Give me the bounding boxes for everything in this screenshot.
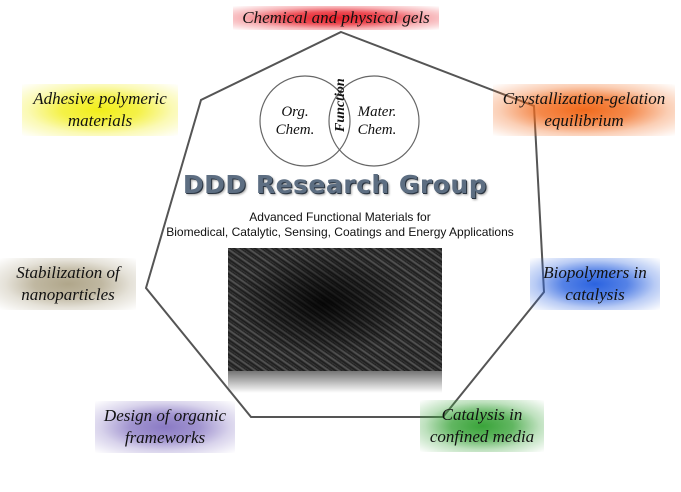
org-chem-circle <box>259 75 351 167</box>
topic-line: equilibrium <box>544 111 624 130</box>
topic-line: confined media <box>429 427 535 446</box>
topic-design-organic-frameworks: Design of organic frameworks <box>95 401 235 453</box>
org-chem-label: Org. Chem. <box>270 103 320 139</box>
function-label: Function <box>333 78 348 132</box>
subtitle-line-1: Advanced Functional Materials for <box>249 210 431 224</box>
topic-crystallization-gelation: Crystallization-gelation equilibrium <box>493 84 675 136</box>
micrograph-image <box>228 248 442 371</box>
subtitle-line-2: Biomedical, Catalytic, Sensing, Coatings… <box>166 225 514 239</box>
topic-adhesive-polymeric-materials: Adhesive polymeric materials <box>22 84 178 136</box>
topic-line: Crystallization-gelation <box>502 89 666 108</box>
group-title: DDD Research Group <box>182 170 488 199</box>
topic-chemical-physical-gels: Chemical and physical gels <box>233 6 439 30</box>
mater-chem-label: Mater. Chem. <box>352 103 402 139</box>
topic-line: Catalysis in <box>441 405 523 424</box>
topic-stabilization-nanoparticles: Stabilization of nanoparticles <box>0 258 136 310</box>
topic-biopolymers-catalysis: Biopolymers in catalysis <box>530 258 660 310</box>
mater-chem-line-1: Mater. <box>357 104 397 120</box>
topic-line: catalysis <box>565 285 625 304</box>
topic-line: Adhesive polymeric <box>33 89 167 108</box>
mater-chem-line-2: Chem. <box>357 122 397 138</box>
org-chem-line-2: Chem. <box>275 122 315 138</box>
topic-line: nanoparticles <box>21 285 115 304</box>
topic-line: frameworks <box>124 428 206 447</box>
topic-catalysis-confined-media: Catalysis in confined media <box>420 400 544 452</box>
topic-line: Biopolymers in <box>543 263 647 282</box>
org-chem-line-1: Org. <box>281 104 309 120</box>
topic-line: Design of organic <box>103 406 227 425</box>
mater-chem-circle <box>328 75 420 167</box>
topic-line: Chemical and physical gels <box>242 8 430 27</box>
topic-line: materials <box>67 111 133 130</box>
topic-line: Stabilization of <box>16 263 120 282</box>
micrograph-reflection <box>228 371 442 393</box>
